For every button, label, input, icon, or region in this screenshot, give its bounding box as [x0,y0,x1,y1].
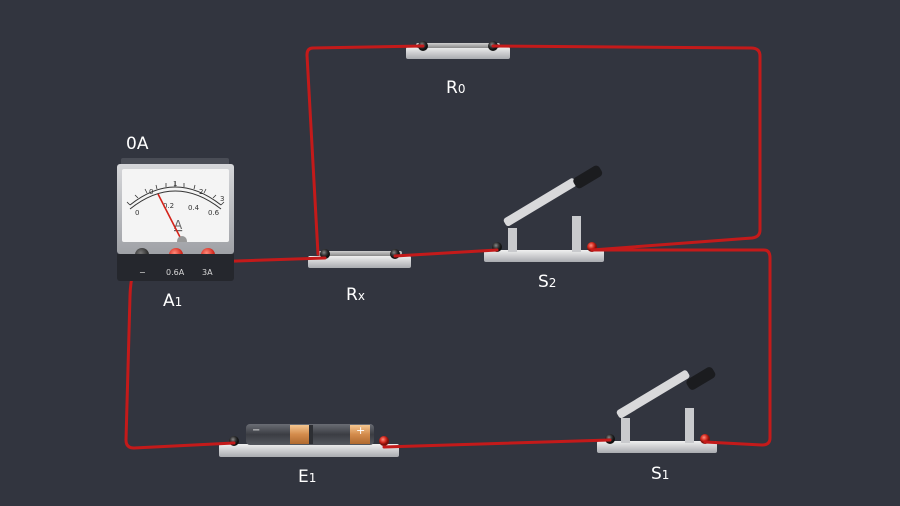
ammeter-dial: 0 1 2 3 0 0.2 0.4 0.6 A [122,169,229,242]
label-e1-sub: 1 [308,471,317,485]
wire-r0-left [305,44,425,256]
terminal-0.6a-label: 0.6A [166,268,185,277]
resistor-rx[interactable] [308,249,411,268]
label-s2-sub: 2 [548,276,557,290]
label-e1: E1 [298,467,316,487]
ammeter-a1[interactable]: 0 1 2 3 0 0.2 0.4 0.6 A − 0.6A 3A [117,158,234,281]
label-rx: Rx [346,285,365,305]
label-s2-main: S [538,272,549,292]
ammeter-base: − 0.6A 3A [117,254,234,281]
label-r0: R0 [446,78,465,98]
terminal-3a-label: 3A [202,268,213,277]
scale-bottom-0: 0 [135,209,139,217]
scale-bottom-1: 0.2 [163,202,174,210]
battery-positive-sign: + [356,424,366,437]
switch-s2[interactable] [484,164,604,262]
scale-top-1: 1 [173,180,177,188]
label-s1-main: S [651,464,662,484]
label-r0-main: R [446,78,458,98]
label-a1-main: A [163,291,175,311]
wire-battery-ammeter [124,260,236,450]
ammeter-body: 0 1 2 3 0 0.2 0.4 0.6 A [117,164,234,262]
label-a1: A1 [163,291,182,311]
terminal-negative-label: − [139,268,146,277]
battery-e1[interactable] [219,424,399,457]
label-rx-main: R [346,285,358,305]
battery-negative-sign: − [252,425,261,436]
ammeter-needle [157,193,183,242]
label-s1-sub: 1 [661,468,670,482]
ammeter-scale: 0 1 2 3 0 0.2 0.4 0.6 A [126,180,224,242]
scale-top-0: 0 [149,188,153,196]
resistor-r0[interactable] [406,41,510,59]
scale-bottom-3: 0.6 [208,209,220,217]
switch-s1[interactable] [597,366,717,453]
wire-s2-s1 [590,248,772,447]
label-a1-sub: 1 [174,295,183,309]
scale-top-2: 2 [199,188,203,196]
wire-r0-right [491,44,762,252]
wire-rx-s2 [393,248,499,258]
label-s1: S1 [651,464,669,484]
scale-bottom-2: 0.4 [188,204,200,212]
wire-s1-battery [382,438,612,449]
scale-top-3: 3 [220,195,224,203]
label-rx-sub: x [357,289,365,303]
ammeter-reading: 0A [126,134,149,154]
ammeter-top [121,158,229,166]
needle-pivot [177,236,187,242]
label-e1-main: E [298,467,309,487]
label-r0-sub: 0 [457,82,466,96]
label-s2: S2 [538,272,556,292]
dial-unit-letter: A [174,218,183,232]
